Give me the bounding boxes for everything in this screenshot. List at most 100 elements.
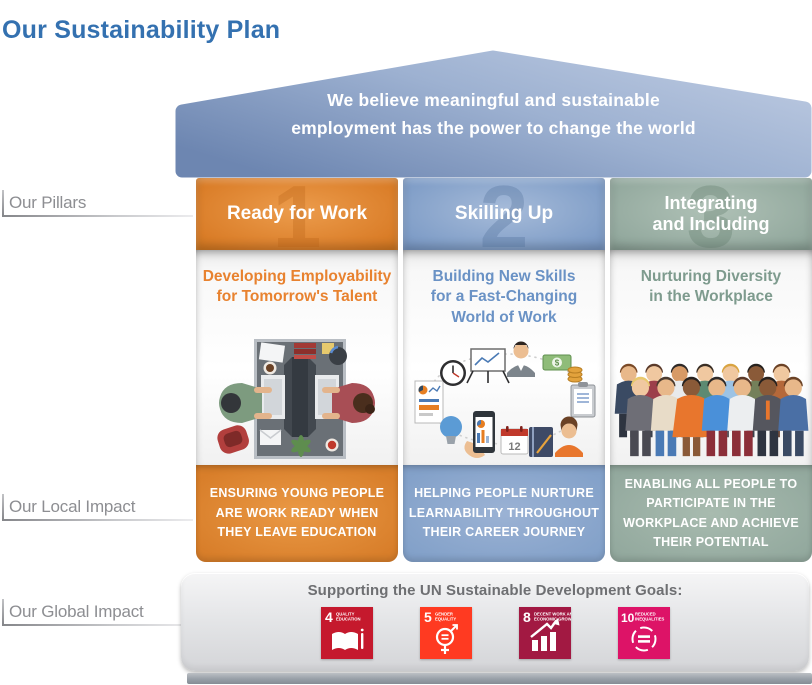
open-book-icon [331, 628, 364, 650]
label-our-local-impact-text: Our Local Impact [9, 497, 136, 516]
pillars-row: 1 Ready for Work Developing Employabilit… [196, 178, 812, 562]
pillar2-body: Building New Skills for a Fast-Changing … [403, 250, 605, 465]
sdg-4-quality-education-tile: 4 QUALITY EDUCATION [320, 607, 373, 659]
right-person [322, 383, 375, 423]
person [752, 376, 783, 457]
svg-text:DECENT WORK AND: DECENT WORK AND [534, 612, 571, 617]
pillar3-subtitle-line-1: Nurturing Diversity [640, 268, 782, 285]
sdg-heading: Supporting the UN Sustainable Developmen… [307, 582, 683, 599]
clipboard-icon [570, 382, 596, 418]
connector-line [2, 519, 193, 521]
calendar-icon: 12 [500, 426, 529, 455]
pillar2-header: 2 Skilling Up [403, 178, 605, 250]
pillar3-title: Integrating and Including [652, 193, 770, 234]
connector-line [2, 624, 193, 626]
pillar3-body: Nurturing Diversity in the Workplace [610, 250, 812, 465]
notebook-icon [529, 427, 553, 457]
papers [258, 342, 285, 363]
pillar2-subtitle-line-2: for a Fast-Changing [430, 288, 578, 306]
label-our-global-impact: Our Global Impact [0, 599, 196, 632]
desk-workspace-illustration [217, 339, 375, 459]
bracket-tick [2, 599, 4, 625]
pillar3-local-impact: ENABLING ALL PEOPLE TO PARTICIPATE IN TH… [610, 465, 812, 562]
pillar3-ghost-number: 3 [686, 178, 736, 250]
pillar1-ghost-number: 1 [272, 178, 322, 250]
roof-banner: We believe meaningful and sustainable em… [175, 50, 812, 178]
label-our-local-impact: Our Local Impact [0, 494, 196, 527]
svg-text:QUALITY: QUALITY [336, 612, 355, 617]
svg-text:EDUCATION: EDUCATION [336, 617, 361, 622]
bracket-tick [2, 190, 4, 216]
backpack-icon [217, 425, 249, 454]
pillar1-subtitle-line-1: Developing Employability [202, 268, 392, 285]
sticky-note [322, 343, 334, 354]
clock-icon [440, 360, 466, 386]
sdg5-number: 5 [424, 609, 432, 625]
pillar2-ghost-number: 2 [479, 178, 529, 250]
person [701, 376, 732, 457]
money-icon: $ [542, 354, 572, 371]
pillar2-title: Skilling Up [454, 203, 554, 225]
sdg-8-decent-work-tile: 8 DECENT WORK AND ECONOMIC GROWTH [518, 607, 571, 659]
page-title: Our Sustainability Plan [2, 16, 281, 44]
roof-statement-line-2: employment has the power to change the w… [291, 118, 696, 138]
svg-text:INEQUALITIES: INEQUALITIES [635, 617, 665, 622]
sdg-row: 4 QUALITY EDUCATION 5 GENDER EQUALITY [181, 607, 809, 659]
sdg-5-gender-equality-tile: 5 GENDER EQUALITY [419, 607, 472, 659]
plant-icon [291, 435, 311, 457]
pillar2-subtitle: Building New Skills for a Fast-Changing … [431, 267, 577, 328]
phone-in-hand-icon [464, 411, 495, 458]
svg-text:REDUCED: REDUCED [635, 612, 656, 617]
person [625, 376, 656, 457]
roof-shape [175, 50, 812, 178]
pillar3-subtitle-line-2: in the Workplace [649, 288, 773, 306]
base-bar [187, 673, 812, 684]
sdg10-number: 10 [621, 611, 635, 625]
svg-text:ECONOMIC GROWTH: ECONOMIC GROWTH [534, 617, 571, 622]
person [650, 376, 682, 457]
pillar1-header: 1 Ready for Work [196, 178, 398, 250]
bracket-tick [2, 494, 4, 520]
sdg4-number: 4 [325, 609, 333, 625]
sdg8-number: 8 [523, 609, 531, 625]
presentation-icon [466, 348, 510, 384]
label-our-pillars: Our Pillars [0, 190, 196, 223]
person [778, 376, 809, 457]
pillar-integrating-and-including: 3 Integrating and Including Nurturing Di… [610, 178, 812, 562]
pillar3-header: 3 Integrating and Including [610, 178, 812, 250]
diverse-crowd-illustration [614, 363, 809, 457]
global-impact-panel: Supporting the UN Sustainable Developmen… [181, 573, 809, 671]
pillar1-title: Ready for Work [226, 203, 368, 225]
roof-statement-line-1: We believe meaningful and sustainable [327, 90, 660, 110]
connector-line [2, 215, 193, 217]
pillar2-subtitle-line-1: Building New Skills [432, 268, 576, 285]
person [672, 376, 711, 457]
person [727, 376, 758, 457]
sdg-10-reduced-inequalities-tile: 10 REDUCED INEQUALITIES [617, 607, 670, 659]
svg-text:12: 12 [508, 441, 520, 453]
lightbulb-icon [440, 416, 462, 444]
left-person [219, 383, 272, 423]
monitors [292, 357, 308, 437]
growth-chart-icon [529, 618, 559, 651]
pillar1-local-impact: ENSURING YOUNG PEOPLE ARE WORK READY WHE… [196, 465, 398, 562]
label-our-pillars-text: Our Pillars [9, 193, 87, 212]
pillar-skilling-up: 2 Skilling Up Building New Skills for a … [403, 178, 605, 562]
svg-text:GENDER: GENDER [435, 612, 453, 617]
coins-icon [567, 366, 583, 383]
pillar-ready-for-work: 1 Ready for Work Developing Employabilit… [196, 178, 398, 562]
report-icon [414, 380, 444, 424]
svg-text:$: $ [555, 359, 560, 368]
pillar1-body: Developing Employability for Tomorrow's … [196, 250, 398, 465]
pillar1-subtitle: Developing Employability for Tomorrow's … [203, 267, 392, 308]
pillar3-subtitle: Nurturing Diversity in the Workplace [641, 267, 781, 308]
gender-symbol-icon [435, 624, 458, 654]
hat [329, 347, 347, 365]
book-stack [294, 343, 316, 348]
pillar1-subtitle-line-2: for Tomorrow's Talent [216, 288, 378, 306]
roof-statement: We believe meaningful and sustainable em… [175, 86, 812, 142]
pillar2-local-impact: HELPING PEOPLE NURTURE LEARNABILITY THRO… [403, 465, 605, 562]
businessman-icon [507, 341, 535, 377]
svg-text:EQUALITY: EQUALITY [435, 617, 456, 622]
